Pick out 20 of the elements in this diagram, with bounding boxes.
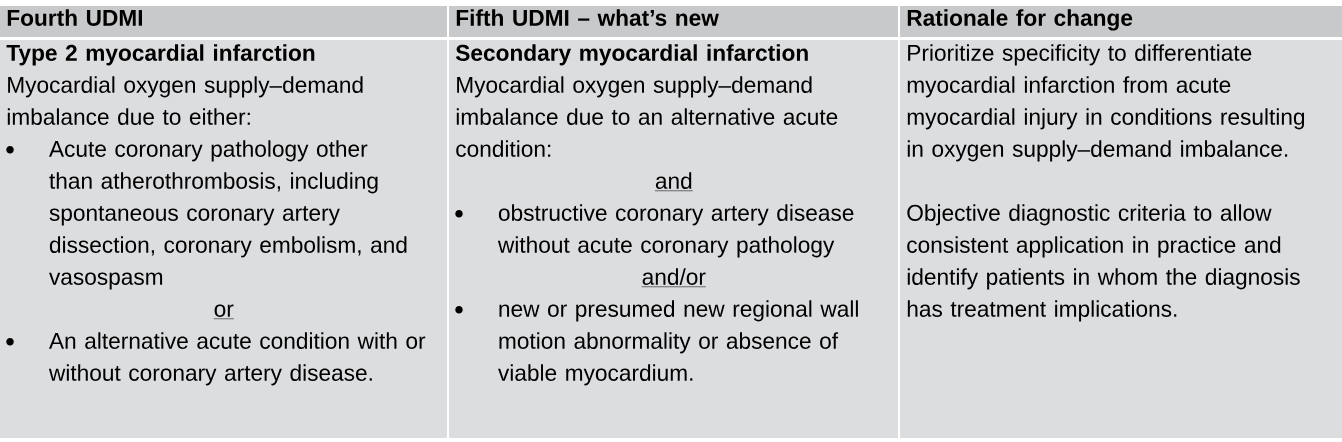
table-cell [0,40,447,438]
paragraph: Myocardial oxygen supply–demand imbalance due to either: [7,76,363,125]
column-header: Fifth UDMI – what’s new [456,9,719,26]
column-header: Rationale for change [907,9,1133,31]
table-cell [0,6,447,37]
conjunction: and/or [641,268,707,288]
paragraph: Myocardial oxygen supply–demand imbalance due to an alternative acute condition: [456,76,838,157]
bullet-text: An alternative acute condition with or without coronary artery disease. [48,332,426,386]
paragraph: Objective diagnostic criteria to allow consistent application in practice and identify patients in whom the diagnosis has treatment implications. [907,204,1300,322]
paragraph: Prioritize specificity to differentiate myocardial infarction from acute myocardial injury in conditions resulting in oxygen supply–demand imbalance. [907,44,1305,162]
bullet-text: new or presumed new regional wall motion abnormality or absence of viable myocardium. [498,300,858,386]
table-cell [900,6,1342,37]
column-header: Fourth UDMI [7,9,142,26]
subheading: Secondary myocardial infarction [455,44,808,66]
conjunction: or [213,304,235,320]
subheading: Type 2 myocardial infarction [6,44,315,66]
table-cell [449,40,898,438]
table-cell [449,6,898,37]
conjunction: and [654,172,693,192]
table-cell [900,40,1342,438]
